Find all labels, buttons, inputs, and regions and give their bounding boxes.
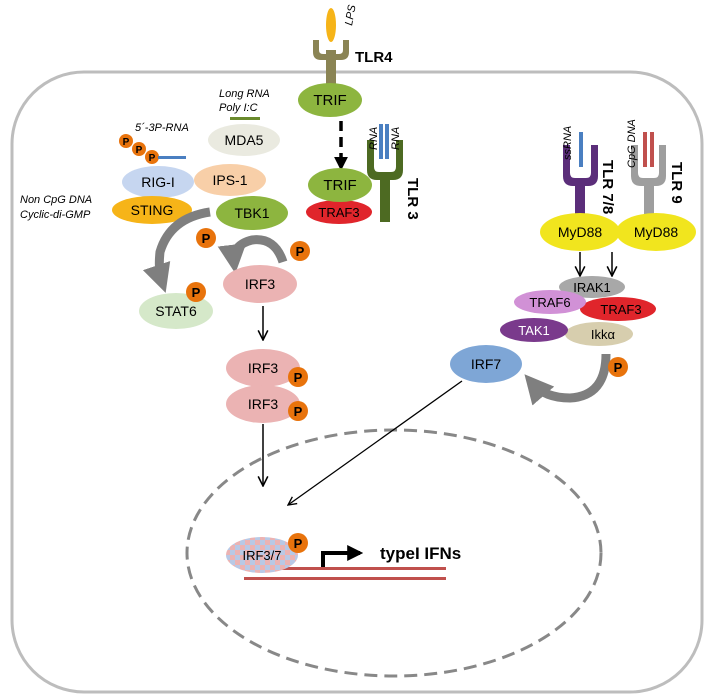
mda5-label: MDA5: [225, 132, 264, 148]
phospho-stat6-label: P: [192, 285, 201, 300]
ips1-node: [194, 164, 266, 196]
ikka-irf7-curved-arrow: [524, 353, 611, 406]
tak1-label: TAK1: [518, 323, 550, 338]
cell-membrane: [10, 70, 704, 694]
trif-node-mid: [308, 168, 372, 202]
dna-strand-top: [244, 567, 446, 570]
rig-rna-bar: [158, 156, 186, 159]
rig-i-label: RIG-I: [141, 174, 174, 190]
phospho-irf3-b-label: P: [294, 370, 303, 385]
tlr3-rna-strand-a: [379, 124, 383, 159]
irf3-b-label: IRF3: [248, 360, 279, 376]
tlr3-receptor: [367, 140, 403, 222]
tlr3-label: TLR 3: [404, 178, 421, 220]
phospho-tbk1: [290, 241, 310, 261]
phospho-rig-1: [119, 134, 133, 148]
stat6-label: STAT6: [155, 303, 197, 319]
phospho-rig-1-label: P: [123, 137, 130, 148]
trif-mid-label: TRIF: [323, 177, 356, 194]
five-3p-rna-label: 5´-3P-RNA: [135, 122, 189, 134]
tlr78-label: TLR 7/8: [599, 160, 616, 214]
cyclic-di-gmp-label: Cyclic-di-GMP: [20, 209, 91, 221]
irf7-to-nucleus-arrow: [288, 380, 463, 505]
ikka-node: [565, 322, 633, 346]
cpg-dna-label: CpG DNA: [626, 119, 638, 168]
phospho-rig-3: [145, 150, 159, 164]
irf7-label: IRF7: [471, 356, 502, 372]
irf37-label: IRF3/7: [242, 548, 281, 563]
irf3-c-label: IRF3: [248, 396, 279, 412]
sting-node: [112, 196, 192, 224]
poly-ic-label: Poly I:C: [219, 102, 258, 114]
irf3-node-b: [226, 349, 300, 387]
phospho-sting-label: P: [202, 231, 211, 246]
sting-stat6-curved-arrow: [142, 207, 211, 293]
ssrna-label: ssRNA: [562, 126, 574, 160]
phospho-irf3-c-label: P: [294, 404, 303, 419]
rna-right-label: RNA: [390, 127, 402, 150]
irf3-node-a: [223, 265, 297, 303]
irak1-node: [559, 276, 625, 298]
traf3-node-left: [306, 200, 372, 224]
myd88-a-label: MyD88: [558, 224, 603, 240]
tlr9-label: TLR 9: [668, 162, 685, 204]
phospho-rig-2: [132, 142, 146, 156]
irf7-node: [450, 345, 522, 383]
tlr3-rna-strand-b: [385, 124, 389, 159]
myd88-node-b: [616, 213, 696, 251]
long-rna-bar: [230, 117, 260, 120]
myd88-node-a: [540, 213, 620, 251]
traf6-node: [514, 290, 586, 314]
rig-i-node: [122, 166, 194, 198]
phospho-irf37-label: P: [294, 536, 303, 551]
tbk1-label: TBK1: [234, 205, 269, 221]
trif-node-top: [298, 83, 362, 117]
tlr78-receptor: [563, 145, 598, 218]
phospho-rig-2-label: P: [136, 145, 143, 156]
lps-ligand: [326, 8, 336, 42]
transcription-arrow: [321, 545, 364, 567]
phospho-irf3-b: [288, 367, 308, 387]
tbk1-irf3-curved-arrow: [217, 235, 288, 274]
long-rna-label: Long RNA: [219, 88, 270, 100]
tlr9-receptor: [631, 145, 666, 218]
phospho-irf7: [608, 357, 628, 377]
tbk1-node: [216, 196, 288, 230]
phospho-tbk1-label: P: [296, 244, 305, 259]
irf3-a-label: IRF3: [245, 276, 276, 292]
irf3-node-c: [226, 385, 300, 423]
tlr4-label: TLR4: [355, 49, 393, 66]
irak1-label: IRAK1: [573, 280, 611, 295]
ikka-label: Ikkα: [591, 327, 616, 342]
phospho-irf7-label: P: [614, 360, 623, 375]
phospho-irf37: [288, 533, 308, 553]
stat6-node: [139, 293, 213, 329]
traf3-node-right: [580, 297, 656, 321]
cpg-dna-strand-a: [643, 132, 647, 167]
dna-strand-bottom: [244, 577, 446, 580]
type-i-ifns-label: typeI IFNs: [380, 544, 461, 563]
myd88-b-label: MyD88: [634, 224, 679, 240]
mda5-node: [208, 124, 280, 156]
tak1-node: [500, 318, 568, 342]
traf3-left-label: TRAF3: [318, 205, 359, 220]
rna-left-label: RNA: [368, 127, 380, 150]
sting-label: STING: [131, 202, 174, 218]
traf6-label: TRAF6: [529, 295, 570, 310]
ssrna-strand: [579, 132, 583, 167]
lps-label: LPS: [343, 3, 359, 26]
phospho-sting: [196, 228, 216, 248]
traf3-right-label: TRAF3: [600, 302, 641, 317]
cpg-dna-strand-b: [650, 132, 654, 167]
phospho-rig-3-label: P: [149, 153, 156, 164]
ips1-label: IPS-1: [212, 172, 247, 188]
irf37-node: [226, 537, 298, 573]
non-cpg-dna-label: Non CpG DNA: [20, 194, 92, 206]
trif-top-label: TRIF: [313, 92, 346, 109]
tlr4-receptor: [313, 40, 349, 105]
phospho-stat6: [186, 282, 206, 302]
phospho-irf3-c: [288, 401, 308, 421]
